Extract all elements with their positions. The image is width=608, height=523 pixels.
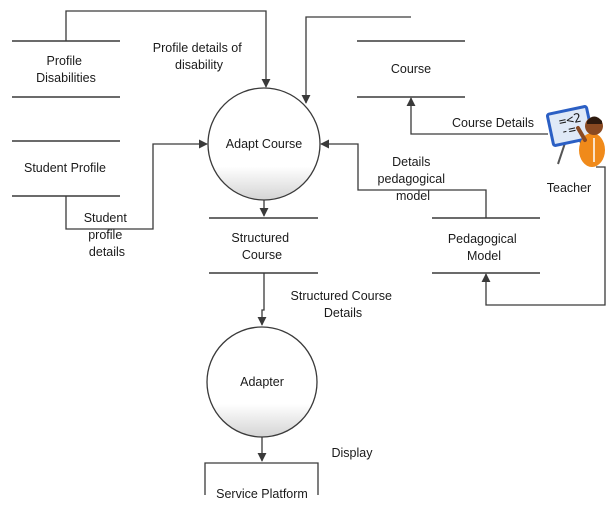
teacher-label: Teacher	[547, 181, 591, 195]
store-profile-disabilities: Profile Disabilities	[12, 40, 120, 98]
flow-label-details-pedagogical-model: Details pedagogical model	[378, 155, 449, 203]
store-pedagogical-model: Pedagogical Model	[432, 217, 540, 274]
teacher-icon: =<2 -=.	[545, 105, 605, 167]
store-pedagogical-model-label: Pedagogical Model	[448, 232, 520, 263]
flow-label-structured-course-details: Structured Course Details	[291, 289, 396, 320]
process-adapt-course: Adapt Course	[207, 87, 321, 201]
entity-service-platform: Service Platform	[204, 462, 319, 501]
store-structured-course: Structured Course	[209, 217, 318, 274]
svg-text:=<2: =<2	[557, 110, 582, 129]
flow-label-display: Display	[332, 446, 374, 460]
store-course: Course	[357, 40, 465, 98]
store-profile-disabilities-label: Profile Disabilities	[36, 54, 96, 85]
store-course-label: Course	[391, 62, 431, 76]
process-adapt-course-label: Adapt Course	[226, 137, 302, 151]
svg-text:-=.: -=.	[559, 119, 584, 138]
flow-student-profile	[65, 139, 208, 230]
flow-label-student-profile-details: Student profile details	[84, 211, 131, 259]
process-adapter: Adapter	[206, 326, 318, 438]
flow-teacher-pedagogical	[481, 166, 606, 306]
store-student-profile: Student Profile	[12, 140, 120, 197]
process-adapter-label: Adapter	[240, 375, 284, 389]
store-structured-course-label: Structured Course	[231, 231, 292, 262]
flow-structured-to-adapter	[257, 273, 267, 326]
flow-teacher-course-details	[406, 97, 548, 135]
flow-course-to-adapt	[301, 16, 411, 104]
flow-profile-disabilities	[65, 10, 271, 88]
store-student-profile-label: Student Profile	[24, 161, 106, 175]
entity-service-platform-label: Service Platform	[216, 487, 308, 501]
flow-label-course-details: Course Details	[452, 116, 534, 130]
flow-pedagogical-to-adapt	[320, 139, 487, 218]
flow-label-profile-details: Profile details of disability	[153, 41, 245, 72]
